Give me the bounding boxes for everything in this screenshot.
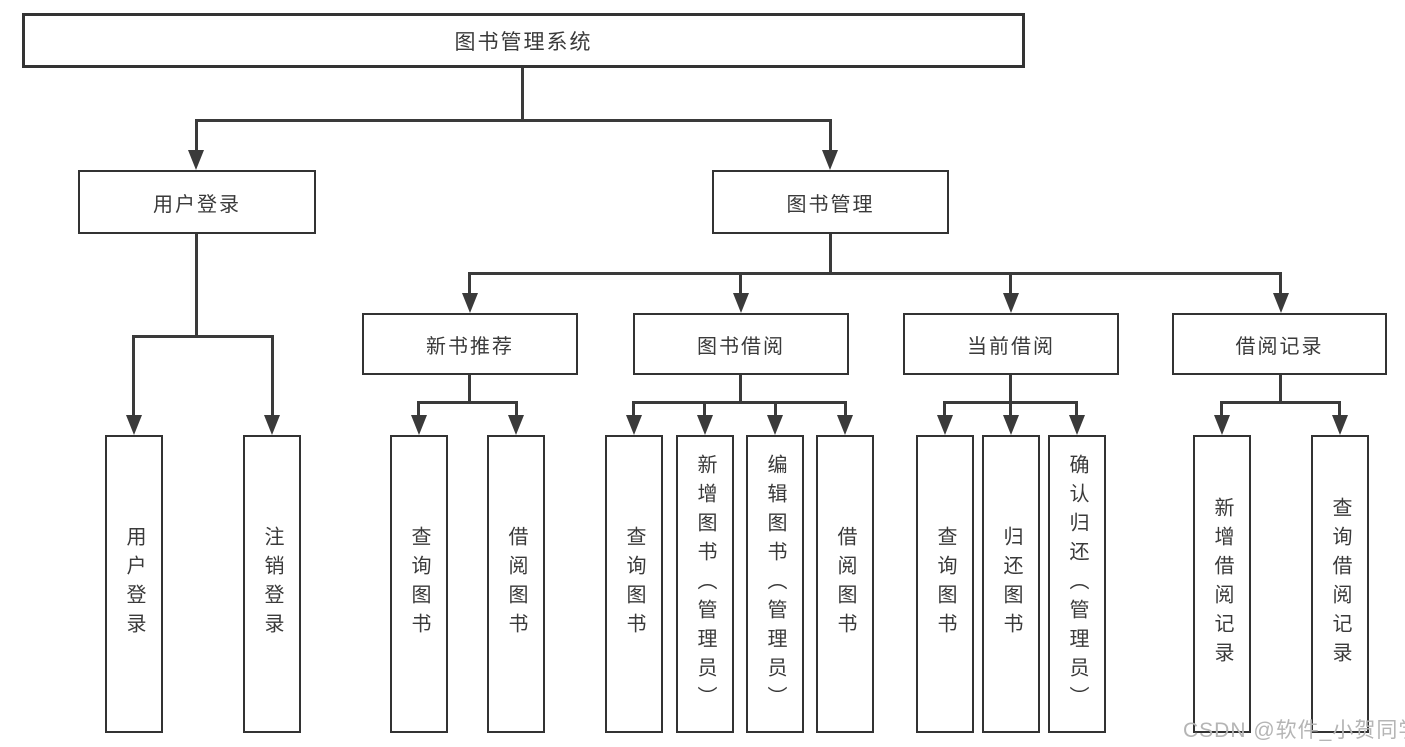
leaf-query-books-recommend: 查询图书: [390, 435, 448, 733]
leaf-borrow-books: 借阅图书: [816, 435, 874, 733]
connector-records-stem: [1279, 375, 1282, 404]
arrowhead-down-icon: [1003, 415, 1019, 435]
node-label: 图书管理系统: [454, 30, 593, 54]
arrowhead-down-icon: [626, 415, 642, 435]
connector-drop: [1075, 401, 1078, 417]
connector-borrowing-bar: [632, 401, 846, 404]
node-user-login: 用户登录: [78, 170, 316, 234]
connector-new-book-stem: [468, 375, 471, 404]
arrowhead-down-icon: [822, 150, 838, 170]
arrowhead-down-icon: [1214, 415, 1230, 435]
node-book-borrowing: 图书借阅: [633, 313, 849, 375]
leaf-edit-books-admin: 编辑图书（管理员）: [746, 435, 804, 733]
node-label: 新书推荐: [426, 335, 514, 358]
arrowhead-down-icon: [188, 150, 204, 170]
arrowhead-down-icon: [462, 293, 478, 313]
connector-drop: [774, 401, 777, 417]
connector-drop: [271, 335, 274, 417]
connector-drop: [1009, 401, 1012, 417]
leaf-label: 新增借阅记录: [1211, 497, 1233, 671]
leaf-confirm-return-admin: 确认归还（管理员）: [1048, 435, 1106, 733]
node-book-management: 图书管理: [712, 170, 949, 234]
leaf-label: 确认归还（管理员）: [1066, 453, 1088, 715]
connector-level2-bar: [195, 119, 832, 122]
connector-records-bar: [1220, 401, 1341, 404]
connector-user-login-bar: [132, 335, 274, 338]
leaf-label: 借阅图书: [834, 526, 856, 642]
leaf-label: 新增图书（管理员）: [694, 453, 716, 715]
connector-drop: [1220, 401, 1223, 417]
connector-drop: [1279, 272, 1282, 295]
csdn-watermark: CSDN @软件_小贺同学: [1183, 719, 1405, 742]
connector-drop: [417, 401, 420, 417]
arrowhead-down-icon: [1069, 415, 1085, 435]
leaf-label: 归还图书: [1000, 526, 1022, 642]
leaf-user-login: 用户登录: [105, 435, 163, 733]
connector-drop: [844, 401, 847, 417]
connector-drop: [739, 272, 742, 295]
connector-level3-bar: [468, 272, 1282, 275]
arrowhead-down-icon: [411, 415, 427, 435]
connector-drop: [703, 401, 706, 417]
leaf-query-books-borrowing: 查询图书: [605, 435, 663, 733]
arrowhead-down-icon: [767, 415, 783, 435]
connector-drop: [468, 272, 471, 295]
leaf-label: 查询图书: [408, 526, 430, 642]
connector-book-mgmt-stem: [829, 234, 832, 275]
arrowhead-down-icon: [937, 415, 953, 435]
leaf-label: 查询图书: [934, 526, 956, 642]
node-new-book-recommend: 新书推荐: [362, 313, 578, 375]
leaf-label: 编辑图书（管理员）: [764, 453, 786, 715]
arrowhead-down-icon: [837, 415, 853, 435]
node-label: 用户登录: [153, 193, 241, 216]
connector-drop: [132, 335, 135, 417]
connector-borrowing-stem: [739, 375, 742, 404]
arrowhead-down-icon: [1273, 293, 1289, 313]
connector-user-login-stem: [195, 234, 198, 338]
arrowhead-down-icon: [508, 415, 524, 435]
arrowhead-down-icon: [733, 293, 749, 313]
node-label: 图书借阅: [697, 335, 785, 358]
connector-drop: [1009, 272, 1012, 295]
connector-drop: [632, 401, 635, 417]
node-library-management-system: 图书管理系统: [22, 13, 1025, 68]
leaf-label: 查询借阅记录: [1329, 497, 1351, 671]
arrowhead-down-icon: [1332, 415, 1348, 435]
node-label: 图书管理: [786, 193, 875, 216]
connector-new-book-bar: [417, 401, 518, 404]
leaf-query-books-current: 查询图书: [916, 435, 974, 733]
arrowhead-down-icon: [126, 415, 142, 435]
connector-book-mgmt-drop: [829, 119, 832, 152]
arrowhead-down-icon: [264, 415, 280, 435]
node-current-borrowing: 当前借阅: [903, 313, 1119, 375]
node-label: 当前借阅: [967, 335, 1055, 358]
node-label: 借阅记录: [1235, 335, 1324, 358]
leaf-label: 借阅图书: [505, 526, 527, 642]
leaf-logout: 注销登录: [243, 435, 301, 733]
connector-drop: [515, 401, 518, 417]
arrowhead-down-icon: [1003, 293, 1019, 313]
connector-user-login-drop: [195, 119, 198, 152]
leaf-borrow-books-recommend: 借阅图书: [487, 435, 545, 733]
arrowhead-down-icon: [697, 415, 713, 435]
leaf-add-books-admin: 新增图书（管理员）: [676, 435, 734, 733]
leaf-add-borrow-record: 新增借阅记录: [1193, 435, 1251, 733]
connector-current-stem: [1009, 375, 1012, 404]
leaf-label: 用户登录: [123, 526, 145, 642]
node-borrowing-records: 借阅记录: [1172, 313, 1387, 375]
leaf-return-books: 归还图书: [982, 435, 1040, 733]
leaf-label: 查询图书: [623, 526, 645, 642]
leaf-query-borrow-record: 查询借阅记录: [1311, 435, 1369, 733]
connector-drop: [943, 401, 946, 417]
connector-root-stem: [521, 68, 524, 122]
leaf-label: 注销登录: [261, 526, 283, 642]
connector-drop: [1338, 401, 1341, 417]
